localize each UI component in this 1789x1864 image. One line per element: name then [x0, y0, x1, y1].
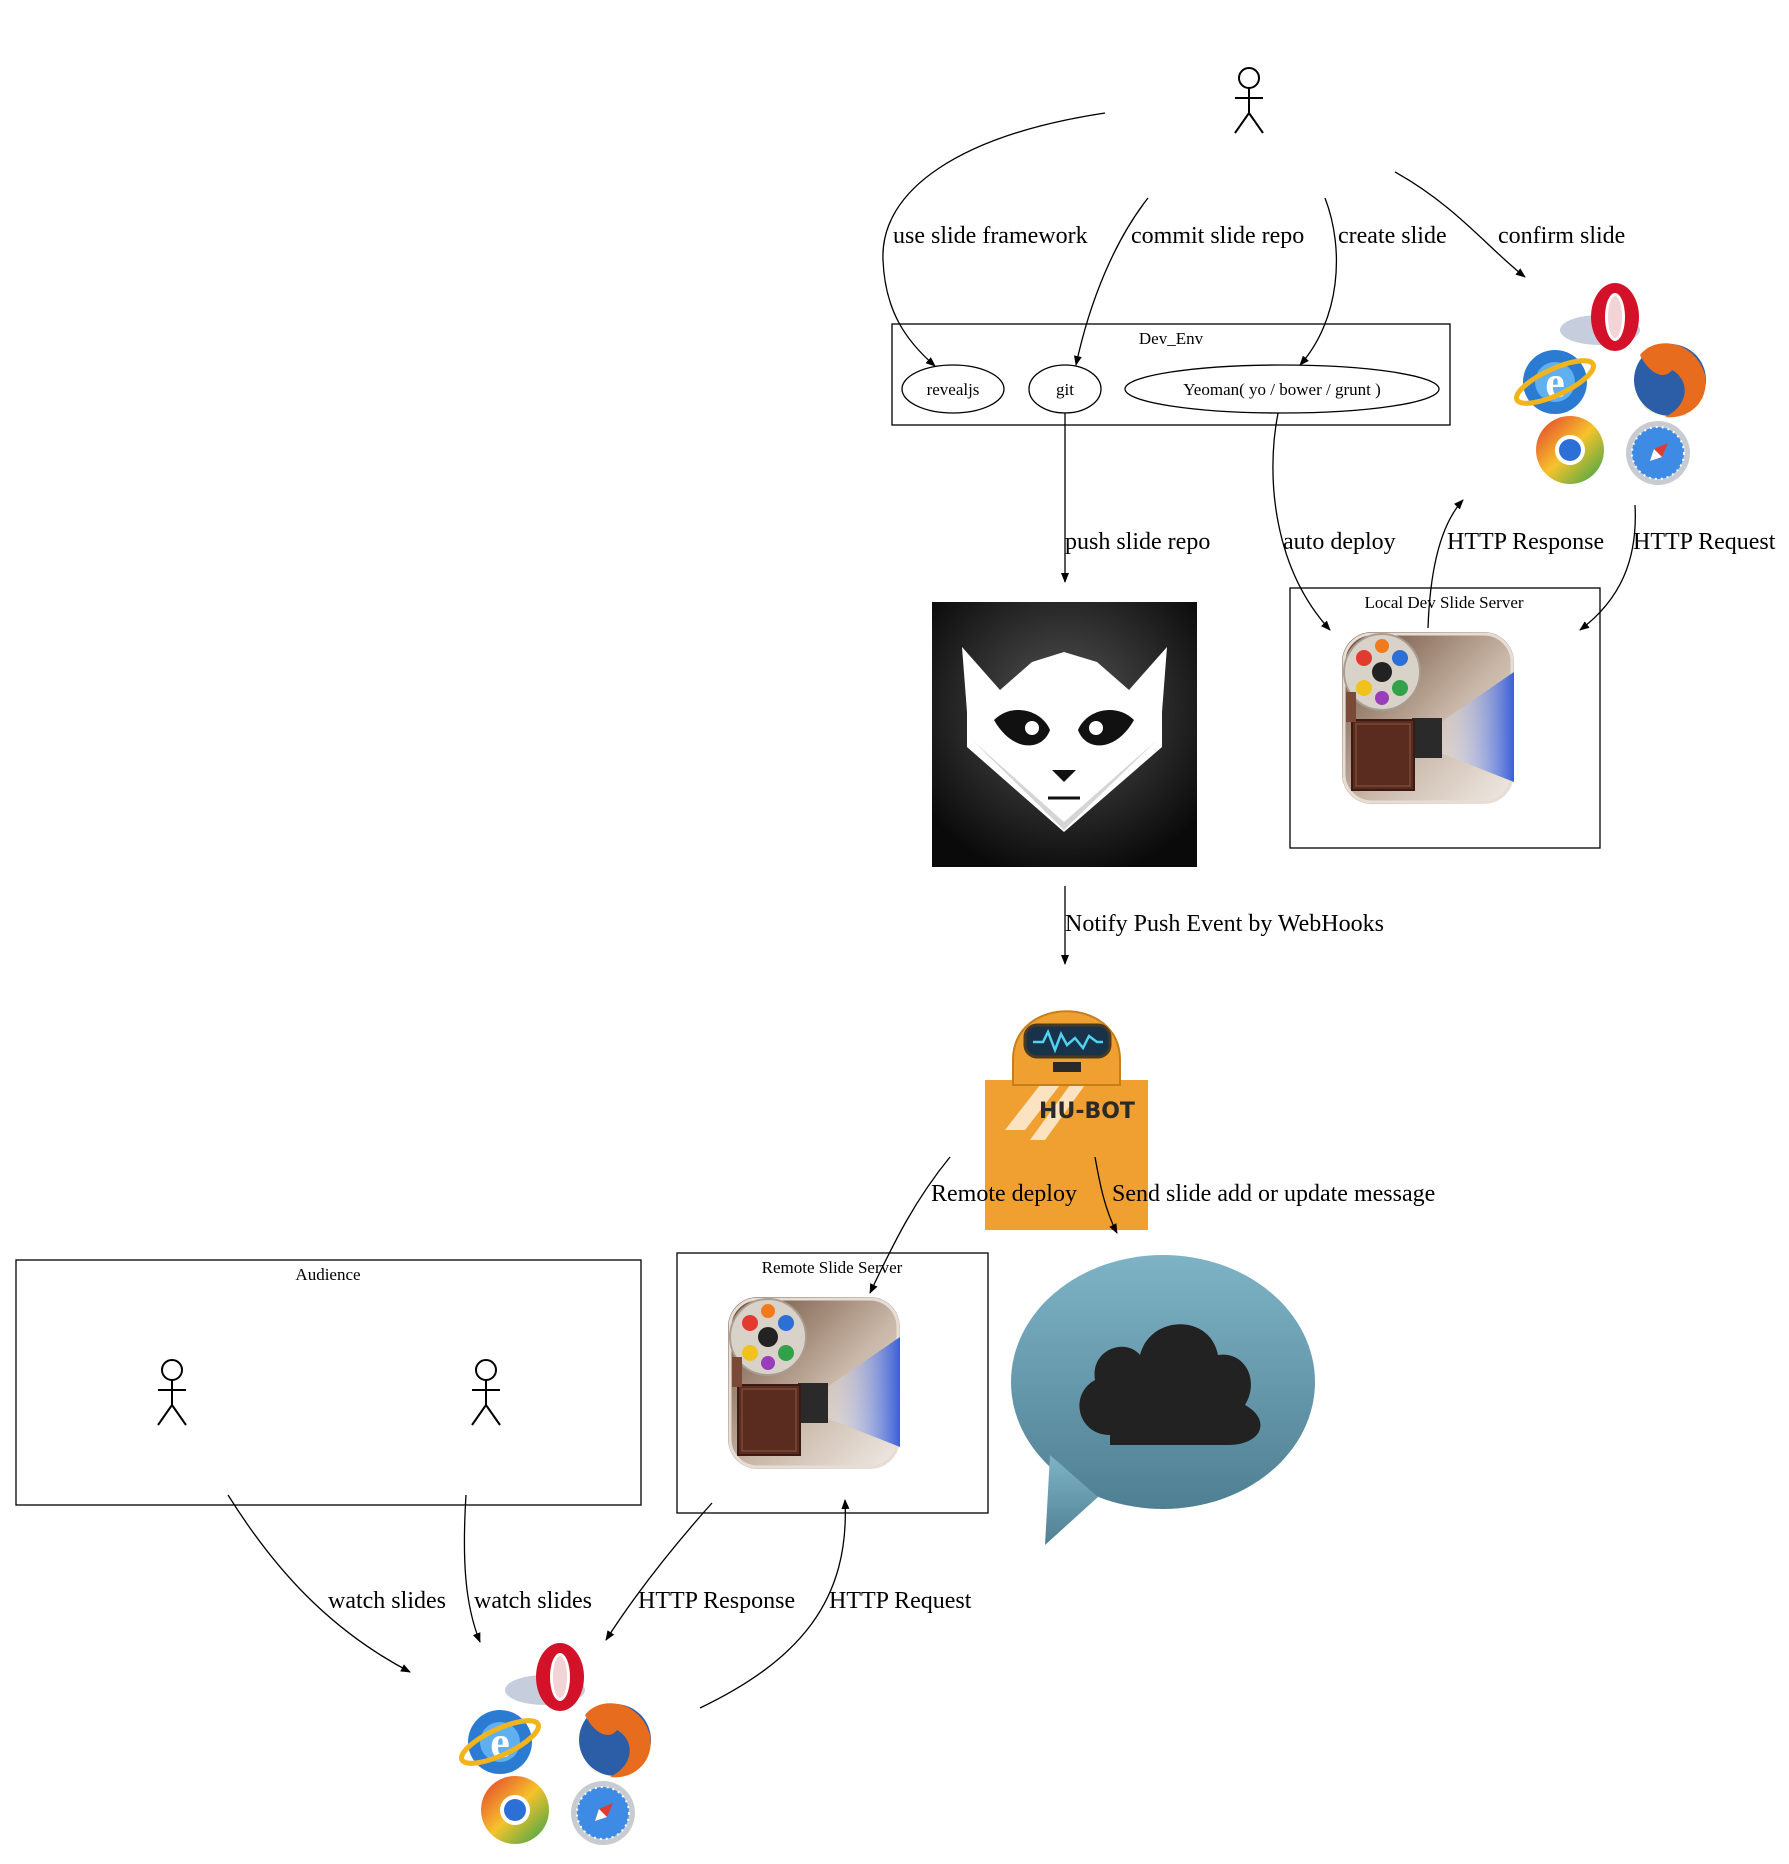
edge-create-slide [1299, 197, 1338, 366]
node-revealjs-label: revealjs [927, 380, 980, 399]
edge-use-framework [882, 112, 1106, 367]
stick-figure-icon [471, 1359, 501, 1426]
edge-label-watch-slides-2: watch slides [474, 1588, 592, 1614]
cloud-chat-bubble-icon [1011, 1255, 1315, 1545]
edge-label-watch-slides-1: watch slides [328, 1588, 446, 1614]
edge-auto-deploy [1272, 412, 1331, 631]
cluster-dev-env: Dev_Env [891, 323, 1451, 426]
cluster-dev-env-label: Dev_Env [1139, 329, 1204, 348]
edge-label-http-request-bottom: HTTP Request [829, 1588, 972, 1614]
film-projector-icon [1340, 630, 1516, 806]
cluster-audience-label: Audience [295, 1265, 360, 1284]
node-git[interactable]: git [1028, 364, 1102, 414]
hubot-robot-icon: HU-BOT [985, 1010, 1148, 1230]
node-git-label: git [1056, 380, 1074, 399]
stick-figure-icon [157, 1359, 187, 1426]
cluster-remote-server: Remote Slide Server [676, 1252, 989, 1514]
edge-remote-deploy [869, 1156, 951, 1294]
cluster-audience: Audience [15, 1259, 642, 1506]
edge-label-notify-push: Notify Push Event by WebHooks [1065, 911, 1384, 937]
node-revealjs[interactable]: revealjs [901, 364, 1005, 414]
edge-label-http-request-top: HTTP Request [1633, 529, 1776, 555]
edge-labels: use slide framework commit slide repo cr… [328, 223, 1776, 1614]
edge-label-auto-deploy: auto deploy [1283, 529, 1396, 555]
cluster-remote-server-label: Remote Slide Server [762, 1258, 903, 1277]
stick-figure-icon [1234, 67, 1264, 134]
node-yeoman-label: Yeoman( yo / bower / grunt ) [1183, 380, 1381, 399]
edge-http-response-top [1427, 499, 1464, 629]
edge-label-commit-repo: commit slide repo [1131, 223, 1304, 249]
edge-http-request-bottom [699, 1499, 850, 1709]
edge-http-request-top [1579, 504, 1636, 631]
node-yeoman[interactable]: Yeoman( yo / bower / grunt ) [1124, 364, 1440, 414]
edge-watch-slides-2 [463, 1494, 481, 1643]
edge-label-remote-deploy: Remote deploy [931, 1181, 1077, 1207]
cluster-local-dev-server: Local Dev Slide Server [1289, 587, 1601, 849]
gitlab-fox-icon [932, 602, 1197, 867]
edge-label-push-repo: push slide repo [1065, 529, 1210, 555]
browser-logos-icon [456, 1643, 651, 1845]
edge-send-message [1094, 1156, 1118, 1234]
edge-http-response-bottom [605, 1502, 713, 1641]
edge-commit-repo [1073, 197, 1149, 366]
browser-logos-icon [1511, 283, 1706, 485]
edge-label-use-framework: use slide framework [893, 223, 1088, 249]
cluster-local-dev-server-label: Local Dev Slide Server [1364, 593, 1523, 612]
edge-label-create-slide: create slide [1338, 223, 1447, 249]
edge-label-http-response-bottom: HTTP Response [638, 1588, 795, 1614]
edge-confirm-slide [1394, 171, 1526, 278]
edge-watch-slides-1 [227, 1494, 411, 1673]
film-projector-icon [726, 1295, 902, 1471]
edge-label-send-message: Send slide add or update message [1112, 1181, 1435, 1207]
edge-label-confirm-slide: confirm slide [1498, 223, 1625, 249]
edges [227, 112, 1636, 1709]
edge-label-http-response-top: HTTP Response [1447, 529, 1604, 555]
hubot-badge: HU-BOT [1039, 1099, 1135, 1124]
